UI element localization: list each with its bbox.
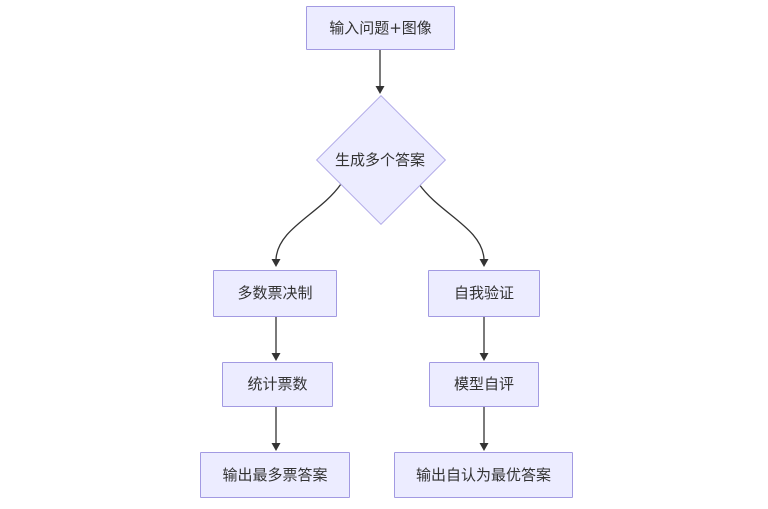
node-output-majority-answer: 输出最多票答案 bbox=[200, 452, 350, 498]
node-output-majority-answer-label: 输出最多票答案 bbox=[222, 465, 328, 484]
node-output-best-answer-label: 输出自认为最优答案 bbox=[415, 465, 551, 484]
arrowhead-icon bbox=[479, 443, 489, 451]
arrowhead-icon bbox=[271, 443, 281, 451]
node-majority-voting: 多数票决制 bbox=[213, 270, 337, 317]
node-self-verification-label: 自我验证 bbox=[453, 284, 514, 302]
node-model-self-eval-label: 模型自评 bbox=[453, 375, 514, 393]
arrowhead-icon bbox=[271, 259, 281, 267]
node-input: 输入问题+图像 bbox=[306, 6, 455, 50]
arrowhead-icon bbox=[375, 86, 385, 94]
edge-generate-self-verify bbox=[418, 183, 485, 260]
node-generate-answers: 生成多个答案 bbox=[315, 94, 447, 226]
node-count-votes-label: 统计票数 bbox=[247, 375, 308, 393]
arrowhead-icon bbox=[271, 353, 281, 361]
arrowhead-icon bbox=[479, 353, 489, 361]
node-generate-answers-label: 生成多个答案 bbox=[334, 150, 425, 169]
arrowhead-icon bbox=[479, 259, 489, 267]
node-self-verification: 自我验证 bbox=[428, 270, 540, 317]
node-input-label: 输入问题+图像 bbox=[329, 18, 432, 37]
edge-generate-majority bbox=[275, 183, 342, 260]
node-majority-voting-label: 多数票决制 bbox=[237, 284, 313, 302]
node-output-best-answer: 输出自认为最优答案 bbox=[394, 452, 573, 498]
node-model-self-eval: 模型自评 bbox=[429, 362, 539, 407]
node-count-votes: 统计票数 bbox=[222, 362, 333, 407]
